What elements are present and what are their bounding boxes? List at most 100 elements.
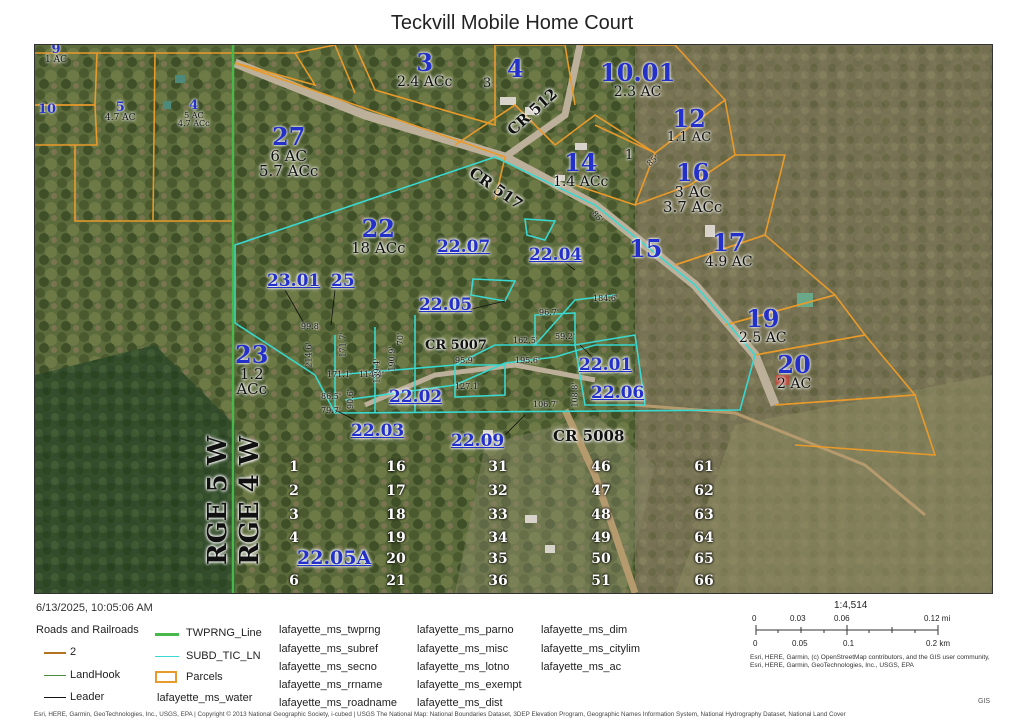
section-number: 47	[591, 483, 611, 499]
parcels-swatch	[155, 671, 177, 683]
scale-km-tick: 0.2 km	[926, 639, 951, 648]
subd-22-03: 22.03	[351, 421, 405, 441]
dim-label: 127.1'	[455, 382, 481, 391]
dim-label: 99.8	[301, 322, 319, 331]
parcel-4: 4	[507, 54, 524, 83]
section-number: 33	[488, 507, 508, 523]
legend-layer: lafayette_ms_roadname	[279, 697, 398, 709]
dim-label: 96.7'	[539, 308, 560, 317]
page-title: Teckvill Mobile Home Court	[390, 12, 634, 34]
scale-km-tick: 0.1	[843, 639, 855, 648]
dim-label: 59.2'	[555, 332, 576, 341]
timestamp: 6/13/2025, 10:05:06 AM	[36, 602, 153, 614]
parcel-17: 17 4.9 AC	[705, 228, 753, 270]
section-number: 17	[386, 483, 406, 499]
scale-mi-tick: 0.06	[834, 614, 850, 623]
dim-label: 95.9'	[455, 356, 476, 365]
dim-label: 184.6'	[593, 294, 619, 303]
subd-22-07: 22.07	[437, 237, 491, 257]
dim-label: 190.9'	[387, 346, 397, 372]
legend-layer: lafayette_ms_subref	[279, 643, 379, 655]
legend-layer: lafayette_ms_ac	[541, 661, 622, 673]
leader-swatch	[44, 697, 66, 698]
scale-bar: 1:4,514 0 0.03 0.06 0.12 mi	[752, 600, 992, 640]
section-number: 19	[386, 530, 406, 546]
scale-km-tick: 0	[753, 639, 758, 648]
section-number: 50	[591, 551, 611, 567]
gis-label: GIS	[978, 698, 991, 705]
scale-attribution: Esri, HERE, Garmin, (c) OpenStreetMap co…	[750, 654, 990, 670]
map-view[interactable]: 9 1 AC 10 5 4.7 AC 4 5 AC 4.7 ACc 3 2.4 …	[34, 44, 993, 594]
subd-22-05: 22.05	[419, 295, 473, 315]
footer-attribution: Esri, HERE, Garmin, GeoTechnologies, Inc…	[34, 711, 846, 718]
parcel-14-tag: 1	[625, 148, 634, 163]
subd-22-05a: 22.05A	[297, 547, 372, 569]
scale-km-tick: 0.05	[792, 639, 808, 648]
scale-mi-tick: 0	[752, 614, 757, 623]
legend-layer: lafayette_ms_rrname	[279, 679, 383, 691]
parcel-19: 19 2.5 AC	[739, 304, 787, 346]
parcel-23: 23 1.2 ACc	[235, 340, 269, 398]
parcel-12: 12 1.1 AC	[667, 104, 712, 145]
dim-label: 171.7'	[338, 332, 348, 358]
dim-label: 86.5'	[321, 392, 342, 401]
dim-label: 79.7'	[321, 406, 342, 415]
dim-label: 108.8'	[570, 382, 580, 408]
legend-layer: lafayette_ms_parno	[417, 624, 514, 636]
section-number: 32	[488, 483, 508, 499]
section-number: 16	[386, 459, 406, 475]
parcel-10: 10	[38, 102, 57, 117]
legend-water: lafayette_ms_water	[157, 692, 253, 704]
section-number: 65	[694, 551, 714, 567]
section-number: 49	[591, 530, 611, 546]
parcel-25: 25	[331, 271, 355, 291]
section-number: 34	[488, 530, 508, 546]
section-number: 2	[289, 483, 299, 499]
dim-label: 106.7'	[533, 400, 559, 409]
range-label-5w: RGE 5 W	[203, 435, 233, 565]
section-number: 4	[289, 530, 299, 546]
range-label-4w: RGE 4 W	[235, 435, 265, 565]
legend-layer: lafayette_ms_exempt	[417, 679, 522, 691]
section-number: 21	[386, 573, 406, 589]
dim-label: 114.4'	[359, 370, 385, 379]
parcel-4-west: 4 5 AC 4.7 ACc	[178, 98, 210, 128]
road-cr-5007: CR 5007	[425, 338, 487, 353]
legend-layer: lafayette_ms_secno	[279, 661, 377, 673]
section-number: 63	[694, 507, 714, 523]
parcel-10-01: 10.01 2.3 AC	[600, 58, 676, 100]
legend-leader: Leader	[70, 691, 105, 703]
legend-layer: lafayette_ms_lotno	[417, 661, 510, 673]
legend-parcels: Parcels	[186, 671, 223, 683]
section-number: 61	[694, 459, 714, 475]
legend-roads-title: Roads and Railroads	[36, 624, 139, 636]
scale-ratio: 1:4,514	[834, 600, 868, 611]
legend-subd: SUBD_TIC_LN	[186, 650, 261, 662]
map-imagery	[35, 45, 992, 593]
section-number: 62	[694, 483, 714, 499]
roads-swatch	[44, 652, 66, 654]
dim-label: 214.6'	[304, 342, 314, 368]
section-number: 31	[488, 459, 508, 475]
parcel-22: 22 18 ACc	[351, 214, 406, 257]
legend-landhook: LandHook	[70, 669, 121, 681]
parcel-16: 16 3 AC 3.7 ACc	[663, 158, 723, 216]
parcel-3-tag: 3	[483, 76, 492, 91]
subd-22-09: 22.09	[451, 431, 505, 451]
dim-label: 195.6'	[515, 356, 541, 365]
legend-twprng: TWPRNG_Line	[186, 627, 262, 639]
legend-layer: lafayette_ms_dim	[541, 624, 628, 636]
dim-label: 90.6'	[346, 388, 356, 410]
parcel-23-01: 23.01	[267, 271, 321, 291]
section-number: 35	[488, 551, 508, 567]
section-number: 64	[694, 530, 714, 546]
subd-22-02: 22.02	[389, 387, 443, 407]
section-number: 1	[289, 459, 299, 475]
legend-layer: lafayette_ms_dist	[417, 697, 503, 709]
section-number: 66	[694, 573, 714, 589]
subd-22-04: 22.04	[529, 245, 583, 265]
landhook-swatch	[44, 675, 66, 676]
dim-label: 139.4'	[372, 358, 382, 384]
scale-mi-tick: 0.03	[790, 614, 806, 623]
scale-bar-graphic	[755, 625, 939, 635]
